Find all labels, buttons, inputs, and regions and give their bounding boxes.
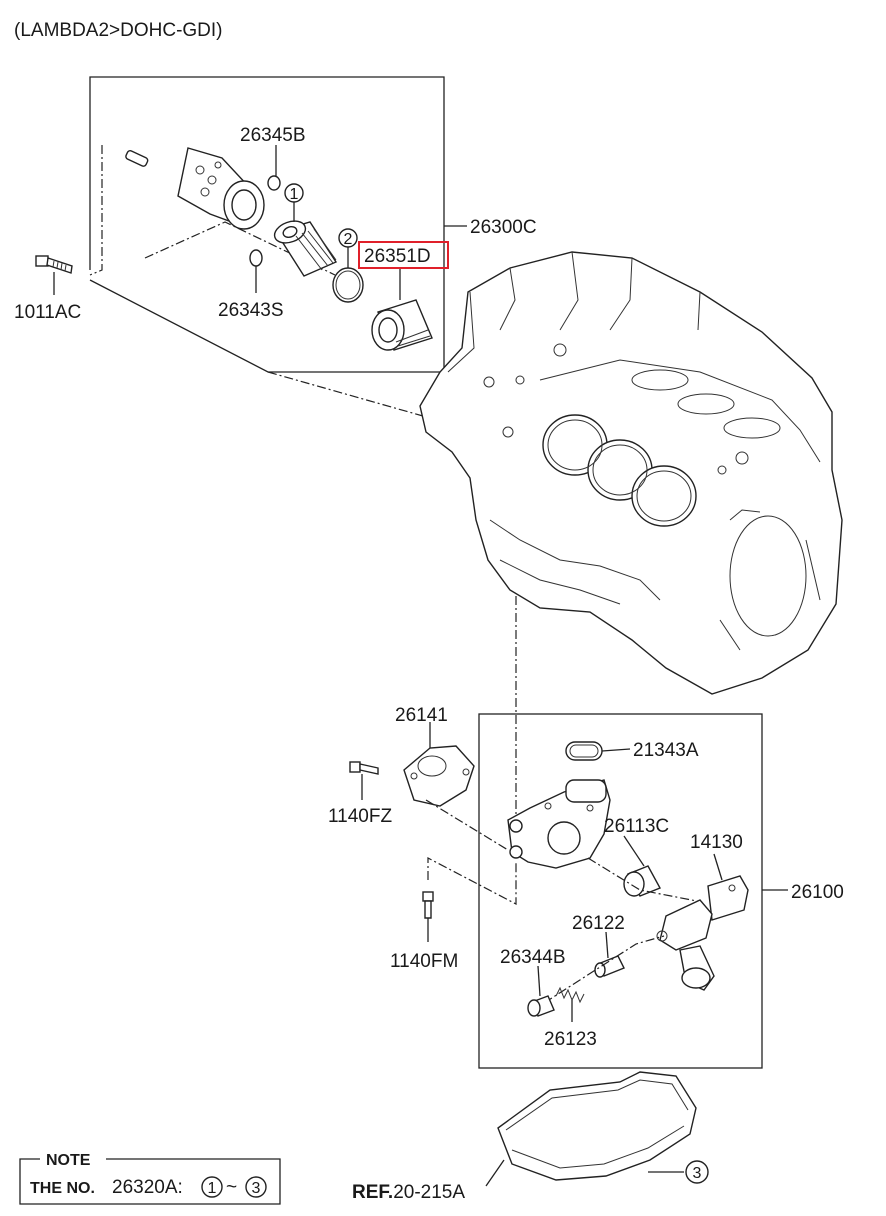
guide-line-left xyxy=(89,145,103,276)
oring-26345B xyxy=(267,175,281,191)
bushing-26113C xyxy=(623,865,661,897)
circle-marker-3 xyxy=(685,1160,709,1184)
callout-26123[interactable]: 26123 xyxy=(544,1029,597,1050)
callout-26343S[interactable]: 26343S xyxy=(218,300,284,321)
guide-line-block xyxy=(267,371,431,419)
filter-group-frame xyxy=(89,76,445,373)
oring-large xyxy=(332,267,364,303)
callout-26100[interactable]: 26100 xyxy=(791,882,844,903)
callout-26345B[interactable]: 26345B xyxy=(240,125,306,146)
callout-1011AC[interactable]: 1011AC xyxy=(14,302,81,323)
engine-block xyxy=(419,251,843,695)
callout-14130[interactable]: 14130 xyxy=(690,832,743,853)
bolt-1140FM xyxy=(422,891,434,919)
leader-26113C xyxy=(623,835,645,867)
note-circle-from xyxy=(201,1176,223,1198)
spring-26123 xyxy=(555,986,585,1004)
pin-part xyxy=(125,150,149,167)
note-box: NOTE THE NO. 26320A: 1 ~ 3 xyxy=(19,1152,281,1205)
guide-line-pump-axis xyxy=(587,857,703,903)
callout-1140FZ[interactable]: 1140FZ xyxy=(328,806,392,827)
plug-26344B xyxy=(527,995,555,1017)
callout-26122[interactable]: 26122 xyxy=(572,913,625,934)
filter-cap-26351D xyxy=(371,299,433,351)
guide-line-lower xyxy=(427,857,517,905)
guide-line-relief xyxy=(529,935,665,1013)
note-circle-from-label: 1 xyxy=(208,1180,217,1197)
filter-element xyxy=(273,220,338,277)
circle-marker-3-label: 3 xyxy=(693,1165,702,1182)
reference-label[interactable]: REF.20-215A xyxy=(352,1182,465,1203)
reference-value: 20-215A xyxy=(393,1182,465,1203)
callout-26300C[interactable]: 26300C xyxy=(470,217,537,238)
bolt-1011AC xyxy=(35,255,73,274)
leader-ref xyxy=(485,1159,505,1187)
gasket-21343A xyxy=(565,741,603,761)
callout-26141[interactable]: 26141 xyxy=(395,705,448,726)
plunger-26122 xyxy=(594,955,625,978)
callout-21343A[interactable]: 21343A xyxy=(633,740,699,761)
note-line-prefix: THE NO. xyxy=(30,1180,95,1197)
circle-marker-1-label: 1 xyxy=(290,186,299,203)
guide-line-cover xyxy=(425,799,509,851)
strainer-14130 xyxy=(656,875,749,991)
leader-21343A xyxy=(601,748,631,752)
note-heading: NOTE xyxy=(46,1152,91,1169)
note-circle-to xyxy=(245,1176,267,1198)
leader-26344B xyxy=(537,965,541,997)
leader-26122 xyxy=(605,931,609,959)
callout-1140FM[interactable]: 1140FM xyxy=(390,951,458,972)
leader-14130 xyxy=(713,853,723,881)
cover-26141 xyxy=(403,745,475,807)
callout-26344B[interactable]: 26344B xyxy=(500,947,566,968)
diagram-title: (LAMBDA2>DOHC-GDI) xyxy=(14,20,223,41)
oil-pan xyxy=(497,1071,697,1181)
reference-prefix: REF. xyxy=(352,1182,393,1203)
callout-26113C[interactable]: 26113C xyxy=(604,816,669,837)
note-range-separator: ~ xyxy=(226,1177,237,1198)
pump-group-frame xyxy=(478,713,763,1069)
circle-marker-2-label: 2 xyxy=(344,231,353,248)
seal-26343S xyxy=(249,249,263,267)
oil-filter-housing xyxy=(177,147,265,230)
note-part-number: 26320A: xyxy=(112,1177,183,1198)
pump-body xyxy=(507,779,611,869)
note-circle-to-label: 3 xyxy=(252,1180,261,1197)
callout-26351D[interactable]: 26351D xyxy=(364,246,431,267)
highlight-box-26351D xyxy=(358,241,449,269)
bolt-1140FZ xyxy=(349,761,379,775)
